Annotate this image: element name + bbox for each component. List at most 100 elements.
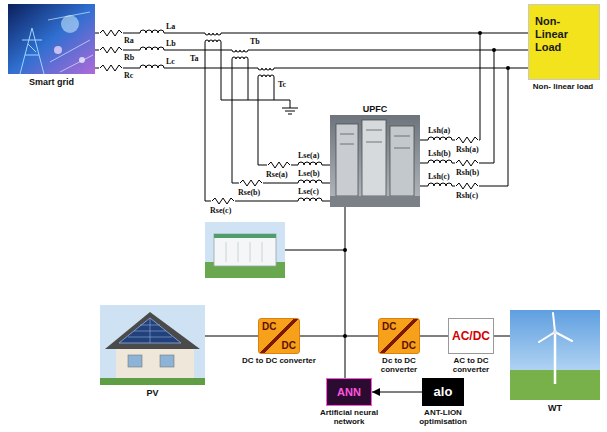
load-box: Non- Linear LoadNon- linear load (528, 4, 600, 80)
transformer-symbol (258, 68, 274, 77)
floor (330, 196, 420, 207)
circuit-label: Rse(a) (266, 170, 288, 179)
patch (239, 178, 263, 188)
sky (510, 310, 600, 400)
battery-storage-picture (205, 222, 285, 278)
inductor-symbol (428, 137, 452, 140)
box-caption: Artificial neural network (311, 408, 387, 426)
circuit-label: Tc (278, 80, 286, 89)
cabinet-detail (340, 130, 410, 148)
container (214, 234, 276, 266)
converter-text: DC (402, 340, 416, 351)
roof (105, 312, 200, 349)
patch (99, 28, 123, 38)
box-caption: AC to DC converter (446, 356, 496, 374)
patch (428, 135, 452, 141)
junction-dot (492, 48, 496, 52)
box-caption: Dc to DC converter (374, 356, 424, 374)
circuit-label: Rsh(c) (456, 191, 478, 200)
circuit-label: Lsh(b) (428, 149, 451, 158)
symbol-patches (99, 28, 479, 206)
picture-ground (8, 4, 95, 74)
battery-wire (285, 250, 345, 251)
pv-picture: PV (100, 305, 205, 385)
wind-turbine-picture (510, 310, 600, 400)
wind-turbine-picture: WT (510, 310, 600, 400)
pylon (20, 28, 44, 74)
box-text: ANN (337, 379, 361, 405)
transformer-symbol (205, 33, 221, 42)
converter-box: AC/DCAC to DC converter (448, 318, 494, 354)
patch (140, 63, 164, 69)
inductor-symbol (428, 160, 452, 163)
junction-dot (506, 66, 510, 70)
connector-line (494, 336, 510, 337)
pv-house-picture (100, 305, 205, 385)
patch (140, 28, 164, 34)
picture-ground (330, 115, 420, 207)
connector-arrow (372, 392, 422, 393)
patch (455, 135, 479, 145)
patch (99, 63, 123, 73)
junction-dot (478, 31, 482, 35)
ann-box: ANNArtificial neural network (326, 378, 372, 406)
connector-line (420, 336, 448, 337)
circuit-label: Rse(c) (210, 206, 231, 215)
circuit-label: Lc (166, 57, 175, 66)
turbine-hub (553, 330, 557, 334)
box-text: AC/DC (452, 319, 490, 353)
resistor-symbol (240, 180, 262, 186)
patch (99, 45, 123, 55)
converter-text: DC (262, 321, 276, 332)
circuit-symbols (100, 30, 478, 204)
box-caption: DC to DC converter (235, 356, 323, 365)
window (128, 355, 142, 367)
circuit-label: Rsh(a) (456, 145, 479, 154)
picture-caption: PV (146, 388, 158, 398)
box-caption: ANT-LION optimisation (412, 408, 474, 426)
resistor-symbol (456, 137, 478, 143)
shunt-wire (420, 33, 508, 186)
patch (455, 158, 479, 168)
circuit-label: Rc (124, 71, 133, 80)
box-caption: Non- linear load (523, 82, 603, 91)
converter-text: DC (282, 340, 296, 351)
solar-panel (119, 318, 181, 343)
turbine-tower (554, 332, 557, 384)
alo-box: aloANT-LION optimisation (422, 378, 464, 406)
container-band (214, 234, 276, 238)
patch (428, 181, 452, 187)
patch (428, 158, 452, 164)
patch (211, 196, 235, 206)
cabinet (390, 126, 414, 196)
junction-dot (343, 248, 347, 252)
circuit-label: Rse(b) (238, 188, 260, 197)
resistor-symbol (212, 198, 234, 204)
smart-grid-picture (8, 4, 95, 74)
box-text: alo (434, 379, 453, 405)
circuit-label: Lse(a) (298, 151, 319, 160)
patch (298, 196, 322, 202)
window (160, 355, 174, 367)
junction-dot (343, 334, 347, 338)
upfc-picture (330, 115, 420, 207)
phase-wire (95, 33, 528, 68)
ground-symbol (221, 100, 298, 114)
sky (205, 222, 285, 278)
circuit-label: Rb (124, 53, 134, 62)
smart-grid-picture: Smart grid (8, 4, 95, 74)
sky (100, 305, 205, 385)
patch (140, 45, 164, 51)
resistor-symbol (456, 160, 478, 166)
upfc-picture: UPFC (330, 115, 420, 207)
resistor-symbol (100, 47, 122, 53)
grass (100, 378, 205, 385)
connector-line (345, 207, 346, 378)
glow (61, 15, 79, 33)
circuit-label: Ra (124, 36, 134, 45)
container-ribs (226, 242, 262, 262)
box-text: Non- Linear Load (535, 15, 581, 54)
wiring (95, 33, 528, 250)
